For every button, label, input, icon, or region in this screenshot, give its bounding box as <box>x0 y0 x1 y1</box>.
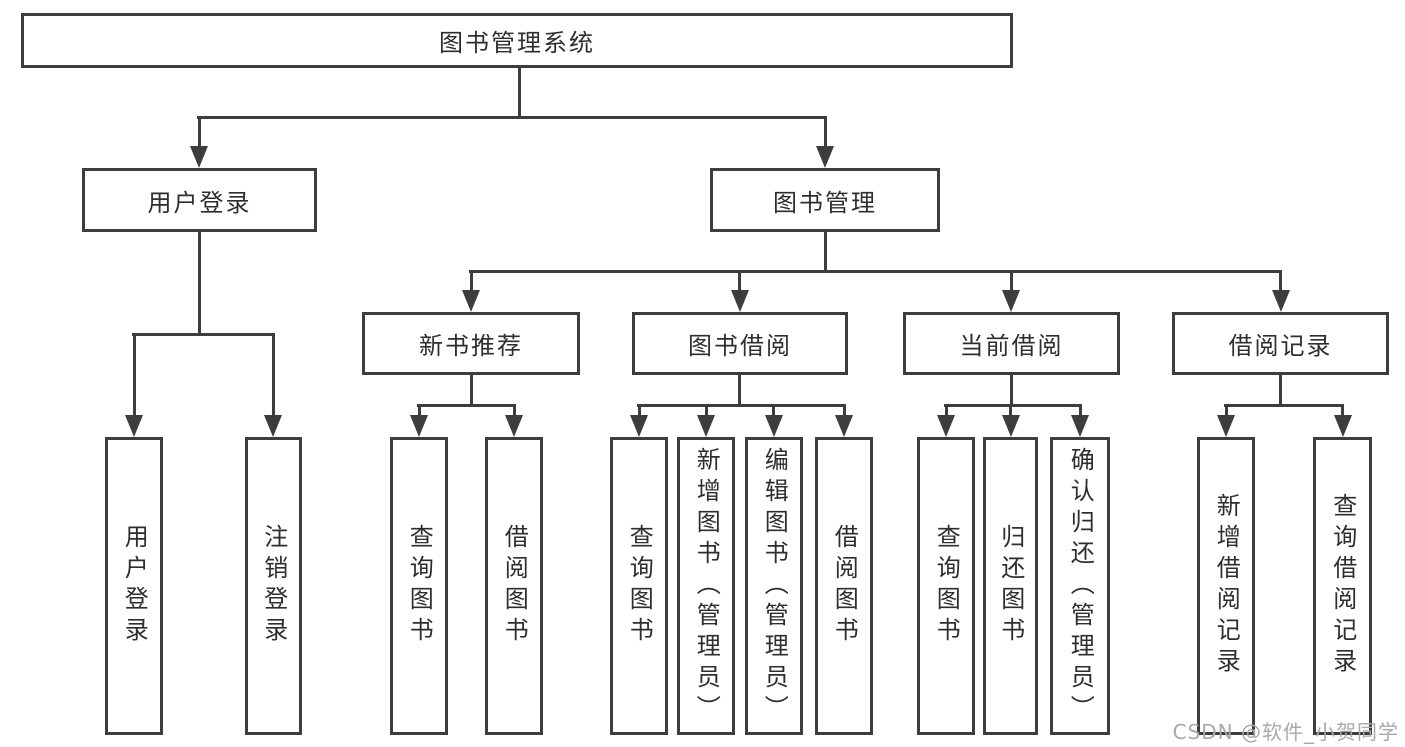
connector-drop <box>133 333 136 415</box>
connector-drop <box>1341 404 1344 415</box>
leaf-edit-books-admin: 编辑图书（管理员） <box>745 437 803 735</box>
node-current-borrowing: 当前借阅 <box>903 312 1120 375</box>
connector-drop <box>1009 404 1012 415</box>
node-label: 用户登录 <box>147 188 252 217</box>
node-label: 注销登录 <box>259 524 288 648</box>
arrow-down-icon <box>630 415 648 437</box>
arrow-down-icon <box>816 146 834 168</box>
leaf-return-books: 归还图书 <box>983 437 1038 735</box>
connector-stem <box>1279 375 1282 406</box>
leaf-borrow-books: 借阅图书 <box>815 437 873 735</box>
leaf-confirm-return-admin: 确认归还（管理员） <box>1050 437 1110 735</box>
node-label: 当前借阅 <box>959 332 1064 360</box>
node-label: 借阅记录 <box>1228 332 1333 360</box>
connector-drop <box>418 404 421 415</box>
connector-drop <box>272 333 275 415</box>
connector-rail <box>469 270 1282 273</box>
connector-drop <box>945 404 948 415</box>
connector-drop <box>824 116 827 146</box>
node-label: 确认归还（管理员） <box>1066 446 1095 726</box>
node-label: 新增图书（管理员） <box>692 446 721 726</box>
connector-rail <box>637 404 846 407</box>
leaf-query-borrow-record: 查询借阅记录 <box>1313 437 1372 735</box>
connector-rail <box>1224 404 1344 407</box>
connector-drop <box>1279 270 1282 290</box>
connector-drop <box>1010 270 1013 290</box>
arrow-down-icon <box>1272 290 1290 312</box>
node-label: 用户登录 <box>120 524 149 648</box>
leaf-user-login: 用户登录 <box>105 437 163 735</box>
connector-drop <box>705 404 708 415</box>
connector-drop <box>638 404 641 415</box>
connector-stem <box>1010 375 1013 406</box>
connector-drop <box>1079 404 1082 415</box>
connector-rail <box>132 333 274 336</box>
node-borrowing-records: 借阅记录 <box>1172 312 1389 375</box>
node-label: 借阅图书 <box>830 524 859 648</box>
leaf-logout: 注销登录 <box>245 437 302 735</box>
arrow-down-icon <box>1002 415 1020 437</box>
arrow-down-icon <box>505 415 523 437</box>
node-label: 图书管理 <box>773 188 877 217</box>
node-label: 查询借阅记录 <box>1328 493 1357 679</box>
arrow-down-icon <box>835 415 853 437</box>
arrow-down-icon <box>462 290 480 312</box>
node-book-management: 图书管理 <box>710 168 940 232</box>
connector-rail <box>417 404 516 407</box>
node-label: 查询图书 <box>932 524 961 648</box>
csdn-watermark: CSDN @软件_小贺同学 <box>1172 720 1399 744</box>
connector-drop <box>843 404 846 415</box>
arrow-down-icon <box>125 415 143 437</box>
connector-stem <box>738 375 741 406</box>
connector-drop <box>772 404 775 415</box>
node-label: 查询图书 <box>405 524 434 648</box>
leaf-query-books-current: 查询图书 <box>917 437 975 735</box>
node-label: 编辑图书（管理员） <box>760 446 789 726</box>
connector-stem <box>198 232 201 335</box>
arrow-down-icon <box>697 415 715 437</box>
leaf-query-books-borrowing: 查询图书 <box>610 437 668 735</box>
node-user-login: 用户登录 <box>82 168 317 232</box>
connector-drop <box>513 404 516 415</box>
arrow-down-icon <box>1071 415 1089 437</box>
node-label: 归还图书 <box>996 524 1025 648</box>
leaf-add-borrow-record: 新增借阅记录 <box>1197 437 1255 735</box>
connector-drop <box>738 270 741 290</box>
node-label: 借阅图书 <box>500 524 529 648</box>
node-label: 新书推荐 <box>419 332 523 360</box>
arrow-down-icon <box>1002 290 1020 312</box>
arrow-down-icon <box>264 415 282 437</box>
node-book-borrowing: 图书借阅 <box>632 312 848 375</box>
connector-stem <box>518 68 521 118</box>
leaf-add-books-admin: 新增图书（管理员） <box>677 437 735 735</box>
arrow-down-icon <box>410 415 428 437</box>
arrow-down-icon <box>765 415 783 437</box>
connector-rail <box>197 116 827 119</box>
node-label: 图书借阅 <box>688 332 792 360</box>
node-label: 新增借阅记录 <box>1212 493 1241 679</box>
node-new-book-recommend: 新书推荐 <box>362 312 580 375</box>
leaf-query-books-recommend: 查询图书 <box>390 437 448 735</box>
connector-stem <box>470 375 473 406</box>
node-label: 图书管理系统 <box>439 29 595 57</box>
arrow-down-icon <box>937 415 955 437</box>
arrow-down-icon <box>1334 415 1352 437</box>
arrow-down-icon <box>731 290 749 312</box>
arrow-down-icon <box>190 146 208 168</box>
connector-drop <box>470 270 473 290</box>
connector-rail <box>944 404 1082 407</box>
connector-stem <box>824 232 827 273</box>
connector-drop <box>1225 404 1228 415</box>
node-book-management-system: 图书管理系统 <box>21 13 1013 68</box>
connector-drop <box>198 116 201 146</box>
leaf-borrow-books-recommend: 借阅图书 <box>485 437 543 735</box>
arrow-down-icon <box>1217 415 1235 437</box>
node-label: 查询图书 <box>625 524 654 648</box>
